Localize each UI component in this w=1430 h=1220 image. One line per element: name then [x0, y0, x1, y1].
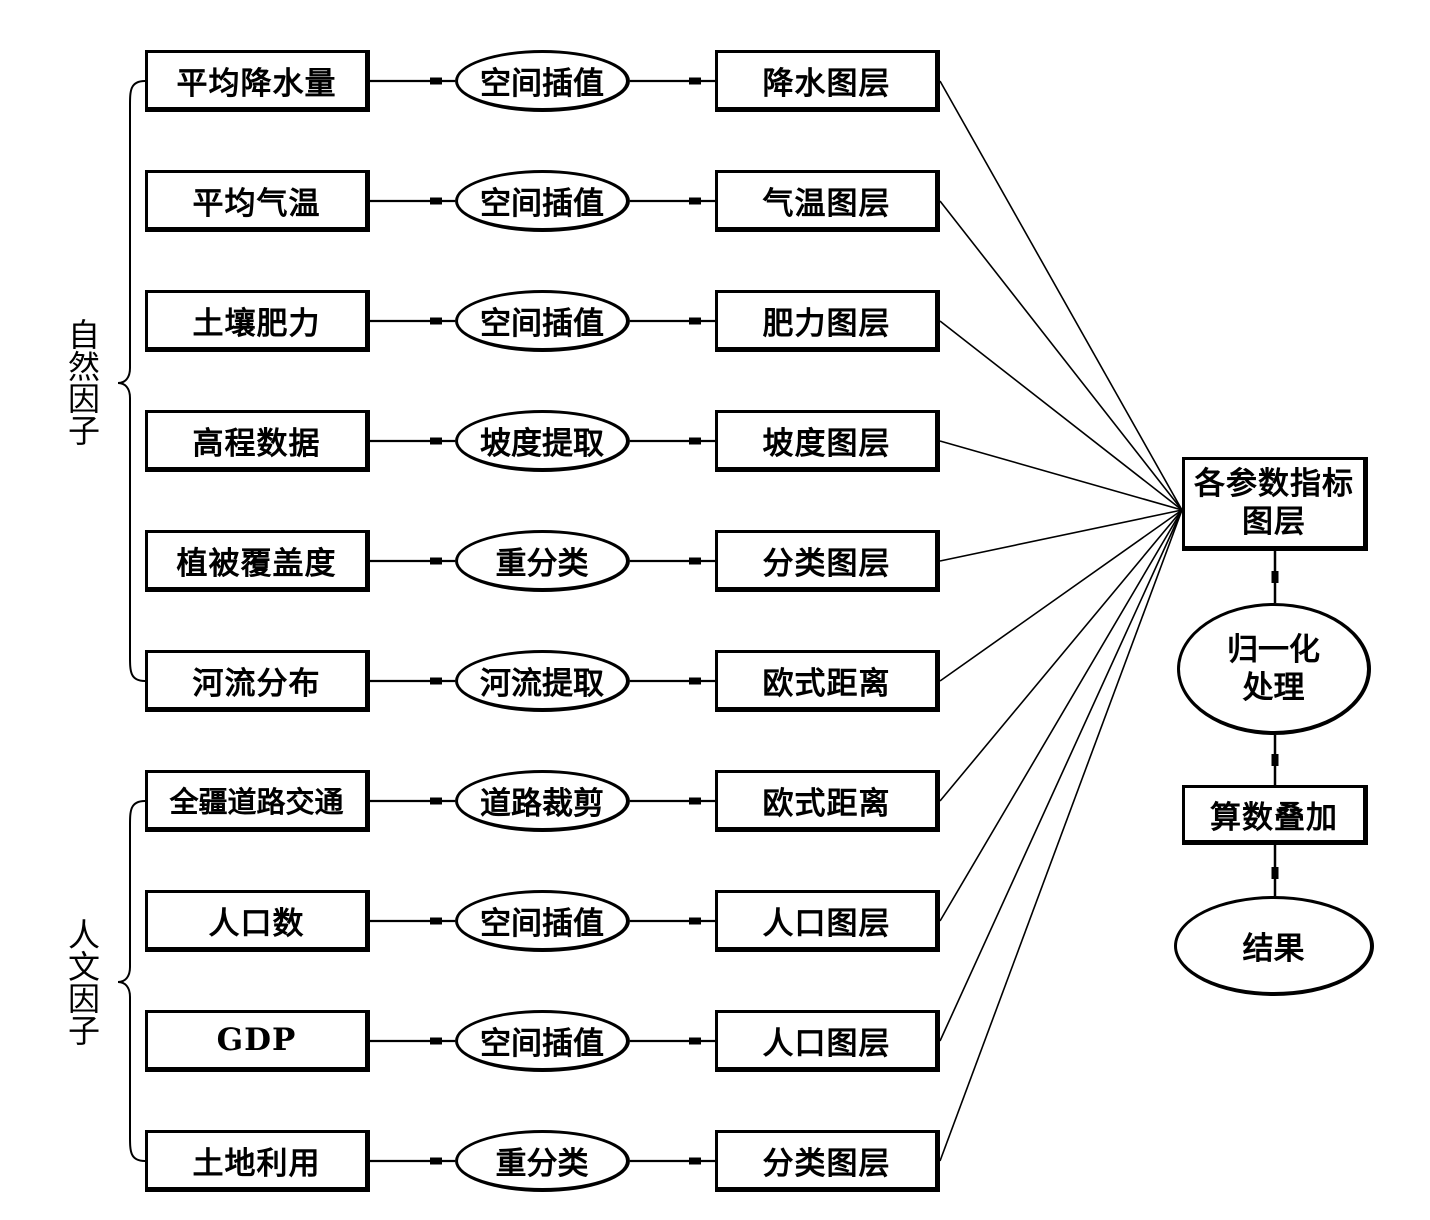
- layer-to-merge-connector: [939, 509, 1183, 922]
- layer-box-temperature: 气温图层: [715, 170, 940, 232]
- connector-marker: [430, 797, 442, 805]
- process-oval-interpolation: 空间插值: [455, 1010, 630, 1072]
- arithmetic-overlay-box: 算数叠加: [1182, 785, 1368, 845]
- merged-layers-line2: 图层: [1242, 504, 1306, 540]
- connector-marker: [430, 1037, 442, 1045]
- input-box-temperature: 平均气温: [145, 170, 370, 232]
- process-oval-interpolation: 空间插值: [455, 170, 630, 232]
- normalization-line2: 处理: [1242, 669, 1305, 706]
- input-box-road-traffic: 全疆道路交通: [145, 770, 370, 832]
- normalization-line1: 归一化: [1227, 631, 1320, 668]
- process-oval-interpolation: 空间插值: [455, 290, 630, 352]
- natural-factors-brace: [117, 80, 146, 682]
- layer-to-merge-connector: [939, 320, 1183, 511]
- layer-box-fertility: 肥力图层: [715, 290, 940, 352]
- layer-box-classification: 分类图层: [715, 1130, 940, 1192]
- normalization-oval: 归一化 处理: [1177, 603, 1371, 735]
- connector-marker: [689, 77, 701, 85]
- merged-indicator-layers-box: 各参数指标 图层: [1182, 457, 1368, 551]
- layer-box-population: 人口图层: [715, 1010, 940, 1072]
- input-box-vegetation-coverage: 植被覆盖度: [145, 530, 370, 592]
- connector-marker: [689, 317, 701, 325]
- input-box-gdp: GDP: [145, 1010, 370, 1072]
- input-box-river-distribution: 河流分布: [145, 650, 370, 712]
- connector-marker: [430, 1157, 442, 1165]
- natural-factors-label: 自然因子: [63, 318, 101, 446]
- connector-marker: [689, 1157, 701, 1165]
- input-box-land-use: 土地利用: [145, 1130, 370, 1192]
- human-factors-brace: [117, 800, 146, 1162]
- connector-marker: [689, 557, 701, 565]
- layer-to-merge-connector: [939, 509, 1183, 562]
- layer-to-merge-connector: [939, 200, 1183, 511]
- connector-marker: [689, 917, 701, 925]
- connector-marker: [1271, 867, 1279, 879]
- process-oval-interpolation: 空间插值: [455, 50, 630, 112]
- process-oval-interpolation: 空间插值: [455, 890, 630, 952]
- layer-box-slope: 坡度图层: [715, 410, 940, 472]
- process-oval-river-extraction: 河流提取: [455, 650, 630, 712]
- connector-marker: [689, 797, 701, 805]
- connector-marker: [430, 557, 442, 565]
- connector-marker: [689, 677, 701, 685]
- layer-to-merge-connector: [939, 509, 1183, 1042]
- connector-marker: [430, 77, 442, 85]
- connector-marker: [1271, 571, 1279, 583]
- process-oval-road-clip: 道路裁剪: [455, 770, 630, 832]
- connector-marker: [689, 1037, 701, 1045]
- layer-to-merge-connector: [939, 509, 1183, 1162]
- input-box-soil-fertility: 土壤肥力: [145, 290, 370, 352]
- layer-to-merge-connector: [939, 509, 1183, 802]
- layer-box-euclidean-distance: 欧式距离: [715, 770, 940, 832]
- connector-marker: [1271, 754, 1279, 766]
- process-oval-reclassify: 重分类: [455, 530, 630, 592]
- input-box-population: 人口数: [145, 890, 370, 952]
- input-box-precipitation: 平均降水量: [145, 50, 370, 112]
- result-oval: 结果: [1174, 896, 1374, 996]
- layer-box-precipitation: 降水图层: [715, 50, 940, 112]
- connector-marker: [689, 437, 701, 445]
- layer-to-merge-connector: [939, 80, 1183, 511]
- layer-to-merge-connector: [939, 440, 1183, 511]
- connector-marker: [430, 317, 442, 325]
- process-oval-reclassify: 重分类: [455, 1130, 630, 1192]
- human-factors-label: 人文因子: [63, 918, 101, 1046]
- layer-to-merge-connector: [939, 509, 1183, 682]
- layer-box-population: 人口图层: [715, 890, 940, 952]
- connector-marker: [430, 917, 442, 925]
- process-oval-slope-extraction: 坡度提取: [455, 410, 630, 472]
- connector-marker: [430, 677, 442, 685]
- layer-box-classification: 分类图层: [715, 530, 940, 592]
- input-box-elevation: 高程数据: [145, 410, 370, 472]
- layer-box-euclidean-distance: 欧式距离: [715, 650, 940, 712]
- connector-marker: [689, 197, 701, 205]
- merged-layers-line1: 各参数指标: [1194, 466, 1354, 502]
- connector-marker: [430, 197, 442, 205]
- connector-marker: [430, 437, 442, 445]
